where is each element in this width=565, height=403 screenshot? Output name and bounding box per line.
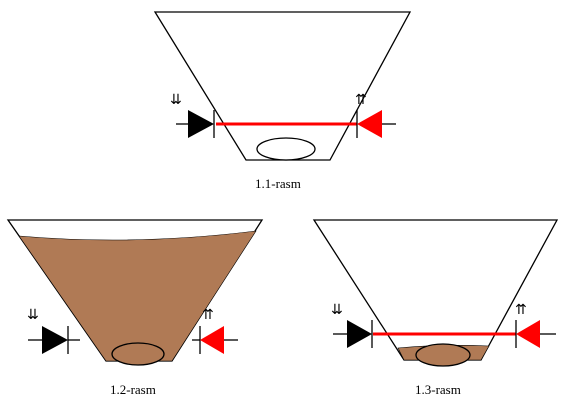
emitter-diode [333, 320, 373, 348]
receiver-arrows: ⇈ [515, 302, 527, 318]
material-fill [18, 230, 257, 362]
caption-1-3: 1.3-rasm [415, 382, 461, 397]
figure-1-3: ⇊ ⇈ 1.3-rasm [312, 219, 559, 397]
emitter-diode [28, 326, 80, 354]
emitter-diode [176, 110, 215, 138]
caption-1-1: 1.1-rasm [255, 176, 301, 191]
figure-1-2: ⇊ ⇈ 1.2-rasm [6, 219, 264, 397]
emitter-arrows: ⇊ [170, 92, 182, 108]
hopper-outlet [111, 342, 165, 366]
hopper-outlet [415, 343, 471, 367]
figure-1-1: ⇊ ⇈ 1.1-rasm [153, 11, 412, 191]
receiver-arrows: ⇈ [202, 307, 214, 323]
receiver-arrows: ⇈ [355, 92, 367, 108]
caption-1-2: 1.2-rasm [110, 382, 156, 397]
receiver-diode [192, 326, 238, 354]
hopper-outlet [256, 137, 316, 161]
receiver-diode [515, 320, 556, 348]
receiver-diode [356, 110, 396, 138]
emitter-arrows: ⇊ [331, 302, 343, 318]
emitter-arrows: ⇊ [27, 307, 39, 323]
